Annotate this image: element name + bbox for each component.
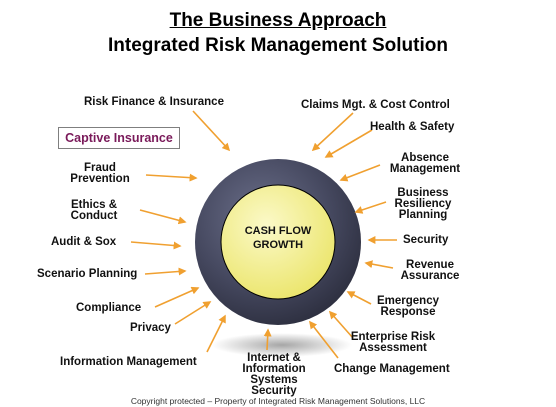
label-audit-sox: Audit & Sox	[51, 236, 117, 248]
label-change-management: Change Management	[334, 363, 450, 375]
arrow-scenario-planning	[144, 267, 187, 276]
arrow-information-management	[206, 314, 226, 353]
label-claims-management-cost-control: Claims Mgt. & Cost Control	[301, 99, 450, 111]
diagram-title: The Business Approach	[169, 10, 387, 31]
label-fraud-prevention: Fraud Prevention	[70, 162, 130, 185]
arrow-compliance	[154, 286, 200, 308]
label-business-resiliency-planning: Business Resiliency Planning	[394, 187, 452, 221]
arrow-audit-sox	[130, 241, 182, 250]
label-privacy: Privacy	[130, 322, 171, 334]
center-label-cash-flow-growth: CASH FLOW GROWTH	[244, 225, 312, 251]
label-information-management: Information Management	[60, 356, 197, 368]
arrow-change-management	[309, 320, 339, 359]
arrow-claims-management	[311, 112, 354, 152]
arrow-business-resiliency	[354, 201, 387, 214]
arrow-enterprise-risk	[328, 310, 354, 339]
label-internet-information-systems-security: Internet & Information Systems Security	[242, 352, 306, 397]
label-enterprise-risk-assessment: Enterprise Risk Assessment	[350, 331, 436, 354]
arrows-group	[130, 110, 397, 359]
arrow-fraud-prevention	[145, 173, 198, 182]
label-security: Security	[403, 234, 449, 246]
label-ethics-conduct: Ethics & Conduct	[70, 199, 118, 222]
copyright-footer: Copyright protected – Property of Integr…	[130, 396, 426, 406]
label-risk-finance-insurance: Risk Finance & Insurance	[84, 96, 224, 108]
arrow-revenue-assurance	[364, 260, 394, 269]
diagram-subtitle: Integrated Risk Management Solution	[108, 35, 448, 56]
arrow-ethics-conduct	[139, 209, 187, 225]
inner-circle	[220, 184, 336, 300]
wheel-shadow	[212, 333, 352, 357]
label-emergency-response: Emergency Response	[376, 295, 439, 318]
arrow-emergency-response	[346, 291, 372, 305]
arrow-internet-security	[263, 328, 272, 351]
label-scenario-planning: Scenario Planning	[37, 268, 138, 280]
arrow-privacy	[174, 301, 212, 325]
arrow-absence-management	[339, 164, 381, 182]
arrow-risk-finance	[192, 110, 231, 152]
label-health-safety: Health & Safety	[370, 121, 455, 133]
label-compliance: Compliance	[76, 302, 142, 314]
label-absence-management: Absence Management	[389, 152, 461, 175]
label-revenue-assurance: Revenue Assurance	[400, 259, 460, 282]
arrow-health-safety	[324, 129, 373, 158]
captive-insurance-box: Captive Insurance	[58, 127, 180, 149]
